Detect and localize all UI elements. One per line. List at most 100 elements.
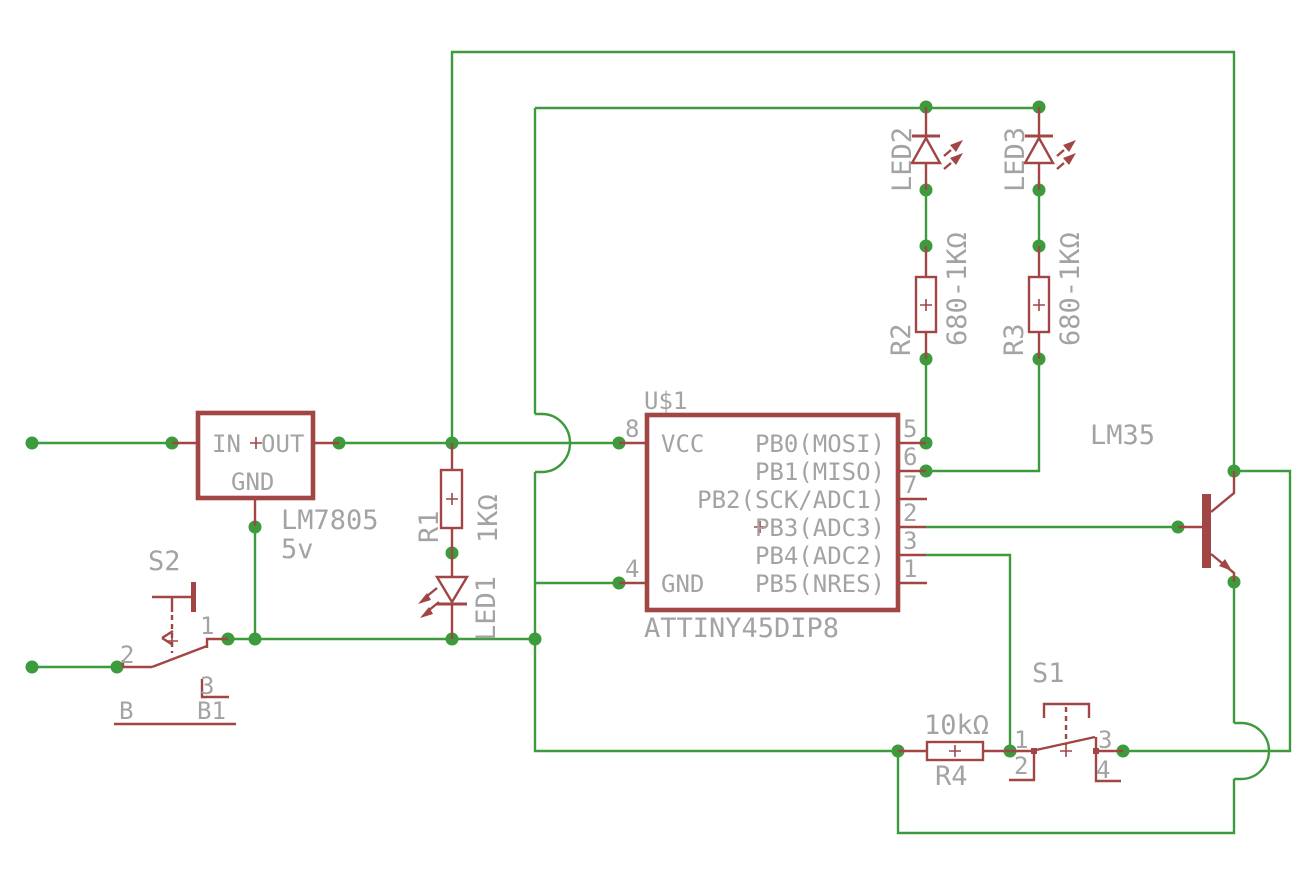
regulator-value: 5v <box>281 534 314 565</box>
mcu-part-name: ATTINY45DIP8 <box>644 613 839 644</box>
wire-vcc-top-loop[interactable] <box>450 50 1236 471</box>
r2-value: 680-1KΩ <box>942 232 973 346</box>
s2-designator: S2 <box>148 546 181 577</box>
component-resistor-r3[interactable] <box>1027 246 1051 359</box>
mcu-pin2-number: 2 <box>903 499 917 527</box>
labels: IN OUT GND LM7805 5v S2 1 2 3 B B1 U$1 A… <box>119 127 1155 792</box>
mcu-pin4-number: 4 <box>625 555 639 583</box>
component-led1[interactable] <box>418 553 470 639</box>
junction-dot <box>248 520 262 534</box>
wire-hop-over-gnd[interactable] <box>1234 721 1271 781</box>
mcu-pin-pb3-label: PB3(ADC3) <box>755 514 885 542</box>
s1-origin-cross <box>1060 745 1072 757</box>
component-resistor-r2[interactable] <box>914 246 938 359</box>
r2-origin-cross <box>920 299 932 311</box>
r1-designator: R1 <box>414 510 445 543</box>
junction-dot <box>528 632 542 646</box>
led1-designator: LED1 <box>471 576 502 641</box>
mcu-pin-pb2-label: PB2(SCK/ADC1) <box>697 486 885 514</box>
led3-emission-arrowhead <box>1063 140 1076 152</box>
r1-origin-cross <box>446 493 458 505</box>
s1-pin4-number: 4 <box>1096 756 1110 784</box>
component-led2[interactable] <box>909 107 963 190</box>
r3-origin-cross <box>1033 299 1045 311</box>
component-resistor-r4[interactable] <box>898 740 1010 762</box>
s2-pin3-bracket[interactable] <box>200 679 229 699</box>
led2-designator: LED2 <box>887 127 918 192</box>
wire-hop-over-vcc[interactable] <box>535 412 572 474</box>
led2-emission-arrowhead <box>950 153 963 165</box>
wire-pb4-to-s1[interactable] <box>926 553 1012 751</box>
r3-designator: R3 <box>999 323 1030 356</box>
mcu-pin-pb5-label: PB5(NRES) <box>755 570 885 598</box>
regulator-origin-cross <box>250 437 262 449</box>
s1-designator: S1 <box>1032 658 1065 689</box>
lm35-collector-lead[interactable] <box>1210 471 1236 513</box>
s1-pin4-bracket[interactable] <box>1094 754 1121 783</box>
s2-net-label-b: B <box>119 697 133 725</box>
component-resistor-r1[interactable] <box>439 443 464 553</box>
s2-pin1-wire[interactable] <box>205 637 228 648</box>
led3-designator: LED3 <box>1000 127 1031 192</box>
r4-designator: R4 <box>935 761 968 792</box>
regulator-pin-gnd-label: GND <box>231 468 274 496</box>
r4-value: 10kΩ <box>924 710 989 741</box>
wire-gnd-emitter-loop[interactable] <box>896 751 1236 835</box>
mcu-pin-pb0-label: PB0(MOSI) <box>755 430 885 458</box>
net-wires <box>32 50 1292 835</box>
component-regulator-lm7805[interactable] <box>172 410 339 526</box>
s1-button-bracket[interactable] <box>1042 702 1091 718</box>
mcu-pin8-number: 8 <box>625 415 639 443</box>
mcu-pin-pb1-label: PB1(MISO) <box>755 458 885 486</box>
s1-pin3-number: 3 <box>1098 726 1112 754</box>
r4-origin-cross <box>949 745 961 757</box>
regulator-designator: LM7805 <box>281 505 379 536</box>
component-switch-s2[interactable] <box>114 582 236 726</box>
mcu-pin-gnd-label: GND <box>661 570 704 598</box>
lm35-emitter-lead[interactable] <box>1210 553 1236 582</box>
wire-r3-to-pb1[interactable] <box>926 359 1041 473</box>
r2-designator: R2 <box>886 323 917 356</box>
s2-pin3-number: 3 <box>200 672 214 700</box>
mcu-pin6-number: 6 <box>903 443 917 471</box>
regulator-pin-out-label: OUT <box>261 430 304 458</box>
s2-origin-cross <box>166 635 178 647</box>
s1-contact-1[interactable] <box>1031 748 1037 754</box>
component-switch-s1[interactable] <box>1009 702 1123 783</box>
mcu-pin7-number: 7 <box>903 471 917 499</box>
junction-dot <box>25 660 39 674</box>
mcu-pin1-number: 1 <box>903 555 917 583</box>
mcu-pin-pb4-label: PB4(ADC2) <box>755 542 885 570</box>
component-sensor-lm35[interactable] <box>1178 471 1236 582</box>
led1-triangle[interactable] <box>434 575 470 605</box>
lm35-emitter-arrowhead <box>1219 559 1232 571</box>
component-led3[interactable] <box>1022 107 1076 190</box>
s2-pin2-number: 2 <box>120 641 134 669</box>
led1-emission-arrowhead <box>420 607 433 618</box>
junction-dot <box>110 660 124 674</box>
s1-contact-3[interactable] <box>1093 748 1099 754</box>
component-mcu-attiny45[interactable] <box>619 412 927 613</box>
mcu-designator: U$1 <box>644 387 687 415</box>
junction-dot <box>248 632 262 646</box>
s2-pin1-number: 1 <box>200 612 214 640</box>
wire-gnd-spine-lower[interactable] <box>533 472 898 753</box>
r3-value: 680-1KΩ <box>1055 232 1086 346</box>
mcu-body[interactable] <box>644 412 901 613</box>
lm35-designator: LM35 <box>1090 420 1155 451</box>
s1-pin2-bracket[interactable] <box>1009 754 1036 782</box>
led3-emission-arrow-lines <box>1056 149 1065 170</box>
s2-net-label-b1: B1 <box>197 697 226 725</box>
s2-lever[interactable] <box>151 644 208 669</box>
s2-button-bar[interactable] <box>191 582 196 612</box>
junction-dot <box>25 436 39 450</box>
s1-pin2-number: 2 <box>1014 752 1028 780</box>
led2-emission-arrow-lines <box>943 149 952 170</box>
mcu-pin5-number: 5 <box>903 415 917 443</box>
wire-vcc-right-loop[interactable] <box>1123 469 1292 753</box>
mcu-pin3-number: 3 <box>903 527 917 555</box>
regulator-pin-in-label: IN <box>212 430 241 458</box>
lm35-base-bar[interactable] <box>1202 494 1211 568</box>
